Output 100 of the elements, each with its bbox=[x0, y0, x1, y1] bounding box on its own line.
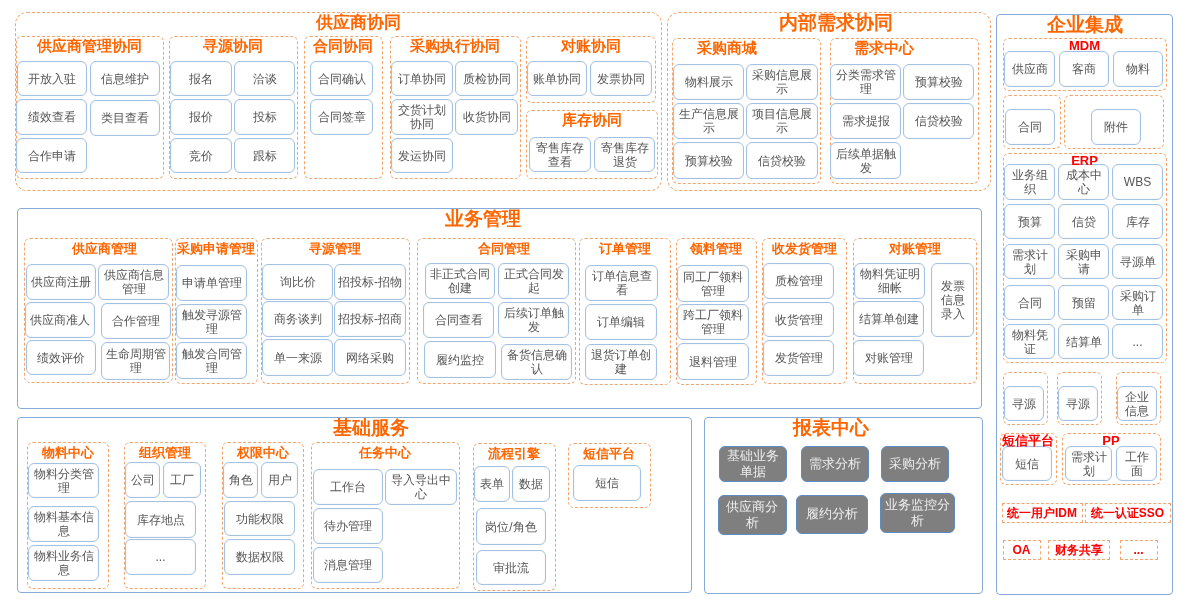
module-box bbox=[1112, 204, 1163, 239]
system-tag bbox=[1084, 502, 1171, 523]
module-label: 物料业务信息 bbox=[32, 549, 95, 577]
module-label: 订单编辑 bbox=[597, 315, 645, 329]
module-label: 信息维护 bbox=[101, 71, 149, 86]
group-panel bbox=[852, 237, 977, 384]
group-panel bbox=[1061, 432, 1161, 485]
module-label: 报价 bbox=[189, 110, 213, 124]
group-heading: 供应商管理协同 bbox=[37, 37, 142, 55]
module-box bbox=[334, 264, 406, 300]
module-box bbox=[125, 539, 196, 575]
group-panel bbox=[168, 35, 298, 179]
group-heading: 短信平台 bbox=[583, 444, 635, 462]
section-title: 企业集成 bbox=[1046, 14, 1123, 36]
module-box bbox=[424, 341, 496, 378]
module-box bbox=[261, 462, 298, 498]
module-label: 发运协同 bbox=[398, 148, 446, 163]
module-label: 报名 bbox=[189, 71, 213, 86]
group-panel bbox=[829, 37, 979, 184]
module-box bbox=[90, 100, 160, 136]
section-panel bbox=[996, 14, 1173, 595]
module-box bbox=[527, 61, 587, 96]
module-box bbox=[1058, 164, 1109, 200]
group-heading: 流程引擎 bbox=[488, 444, 540, 462]
module-label: 收货管理 bbox=[774, 312, 823, 327]
group-panel bbox=[671, 37, 821, 184]
module-label: 角色 bbox=[228, 473, 253, 487]
section-title: 供应商协同 bbox=[316, 12, 401, 34]
group-panel bbox=[1002, 94, 1061, 149]
module-label: 采购订单 bbox=[1118, 288, 1157, 317]
section-panel bbox=[667, 12, 991, 191]
module-label: 物料展示 bbox=[684, 75, 733, 89]
group-panel bbox=[1002, 152, 1167, 363]
group-panel bbox=[310, 441, 460, 589]
report-box bbox=[800, 445, 869, 482]
module-label: WBS bbox=[1123, 175, 1152, 189]
group-heading: 合同管理 bbox=[478, 239, 530, 257]
module-box bbox=[313, 508, 383, 544]
module-label: 供应商注册 bbox=[31, 275, 91, 289]
module-label: 网络采购 bbox=[346, 350, 394, 365]
group-heading: 需求中心 bbox=[854, 39, 914, 57]
section-panel bbox=[17, 208, 982, 409]
module-box bbox=[234, 61, 295, 96]
group-heading: 权限中心 bbox=[236, 443, 289, 461]
module-box bbox=[1004, 51, 1055, 87]
module-box bbox=[334, 301, 406, 337]
module-label: 收货协同 bbox=[462, 110, 511, 124]
module-box bbox=[763, 302, 834, 337]
group-panel bbox=[761, 237, 847, 384]
module-box bbox=[573, 465, 641, 501]
module-label: 寄售库存退货 bbox=[599, 140, 650, 169]
group-panel bbox=[260, 237, 410, 384]
group-panel bbox=[389, 35, 521, 179]
report-label: 采购分析 bbox=[888, 455, 941, 472]
module-box bbox=[763, 263, 834, 299]
module-box bbox=[763, 340, 834, 376]
module-box bbox=[16, 99, 87, 135]
module-label: 询比价 bbox=[279, 275, 316, 289]
module-label: 合同确认 bbox=[317, 71, 366, 86]
group-panel bbox=[303, 35, 383, 179]
module-label: 业务组织 bbox=[1010, 168, 1049, 196]
section-panel bbox=[15, 12, 662, 191]
module-box bbox=[334, 339, 406, 376]
module-box bbox=[101, 303, 171, 339]
module-box bbox=[1113, 51, 1163, 87]
module-label: 同工厂领料管理 bbox=[682, 269, 744, 298]
module-label: 寻源 bbox=[1012, 396, 1036, 411]
module-label: 非正式合同创建 bbox=[429, 267, 491, 295]
module-label: 合同签章 bbox=[317, 110, 366, 124]
module-label: 后续订单触发 bbox=[502, 306, 565, 334]
module-box bbox=[16, 138, 87, 173]
module-label: 信贷校验 bbox=[914, 114, 963, 128]
group-panel bbox=[1115, 371, 1161, 425]
module-label: 工厂 bbox=[170, 473, 194, 487]
module-box bbox=[476, 508, 546, 545]
module-label: 账单协同 bbox=[533, 71, 581, 86]
section-title: 报表中心 bbox=[792, 417, 869, 439]
module-label: 供应商 bbox=[1011, 62, 1048, 76]
section-title: 基础服务 bbox=[332, 417, 409, 439]
module-box bbox=[17, 61, 87, 96]
module-box bbox=[26, 340, 96, 375]
module-label: 发货管理 bbox=[774, 351, 823, 365]
module-label: 正式合同发起 bbox=[502, 267, 565, 295]
module-label: 寄售库存查看 bbox=[535, 140, 585, 169]
module-label: 预算校验 bbox=[684, 153, 733, 168]
module-box bbox=[677, 343, 749, 380]
report-label: 履约分析 bbox=[805, 506, 858, 522]
system-heading: MDM bbox=[1069, 37, 1100, 53]
module-box bbox=[673, 142, 744, 179]
group-panel bbox=[999, 432, 1057, 485]
module-label: 寻源 bbox=[1066, 396, 1090, 411]
module-box bbox=[163, 462, 201, 498]
group-panel bbox=[26, 441, 109, 589]
report-box bbox=[717, 494, 787, 535]
module-label: 公司 bbox=[130, 473, 155, 487]
module-label: 需求提报 bbox=[841, 114, 890, 128]
module-label: 短信 bbox=[595, 476, 619, 490]
module-box bbox=[234, 99, 295, 135]
module-box bbox=[1004, 386, 1044, 421]
module-box bbox=[931, 263, 974, 337]
